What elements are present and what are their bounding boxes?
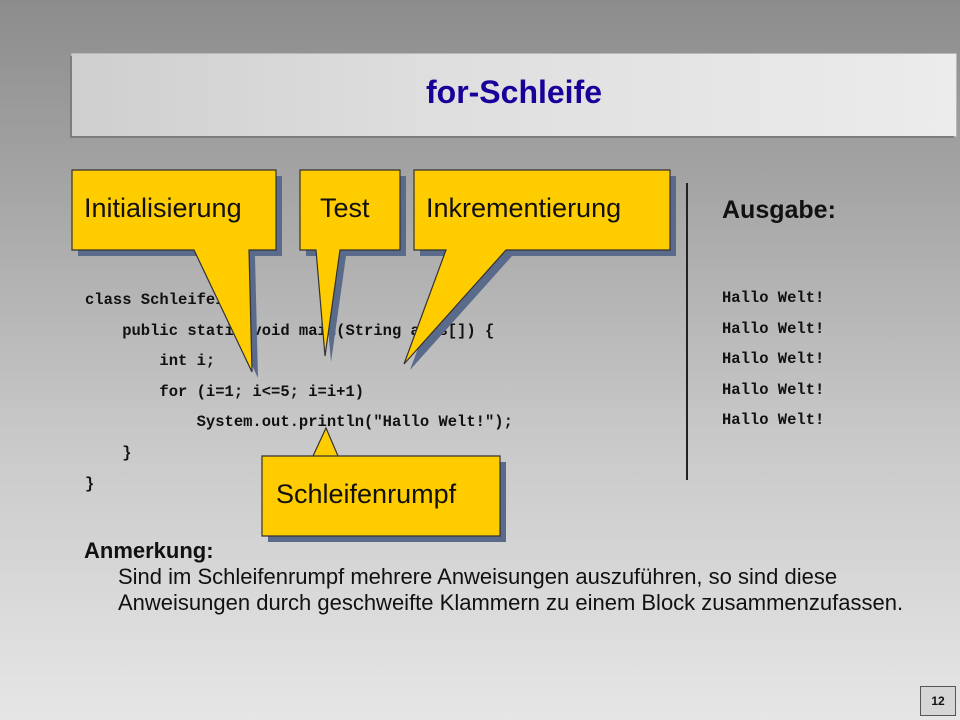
callout-label-body: Schleifenrumpf [276, 479, 457, 509]
title-bar: for-Schleife [72, 54, 956, 136]
note-heading: Anmerkung: [84, 538, 214, 563]
callout-label-test: Test [320, 193, 370, 223]
output-heading: Ausgabe: [722, 196, 836, 224]
output-line: Hallo Welt! [722, 411, 825, 430]
code-line: } [85, 474, 95, 493]
callout-label-init: Initialisierung [84, 193, 242, 223]
code-line: } [85, 443, 132, 462]
divider-line [686, 183, 688, 480]
code-line: for (i=1; i<=5; i=i+1) [85, 382, 365, 401]
note: Anmerkung: Sind im Schleifenrumpf mehrer… [84, 538, 904, 616]
callout-label-increment: Inkrementierung [426, 193, 622, 223]
note-body: Sind im Schleifenrumpf mehrere Anweisung… [118, 564, 904, 615]
output-line: Hallo Welt! [722, 319, 825, 338]
code-line: System.out.println("Hallo Welt!"); [85, 413, 513, 432]
output-line: Hallo Welt! [722, 289, 825, 307]
output-line: Hallo Welt! [722, 350, 825, 369]
output-list: Hallo Welt! Hallo Welt! Hallo Welt! Hallo W… [722, 283, 824, 436]
slide-title: for-Schleife [425, 74, 603, 110]
code-line: class Schleife1 { [85, 291, 244, 309]
code-line: int i; [85, 352, 216, 371]
output-line: Hallo Welt! [722, 380, 825, 399]
page-number: 12 [920, 686, 956, 716]
code-block: class Schleife1 { public static void mai… [85, 285, 513, 499]
code-line: public static void main(String args[]) { [85, 321, 495, 340]
